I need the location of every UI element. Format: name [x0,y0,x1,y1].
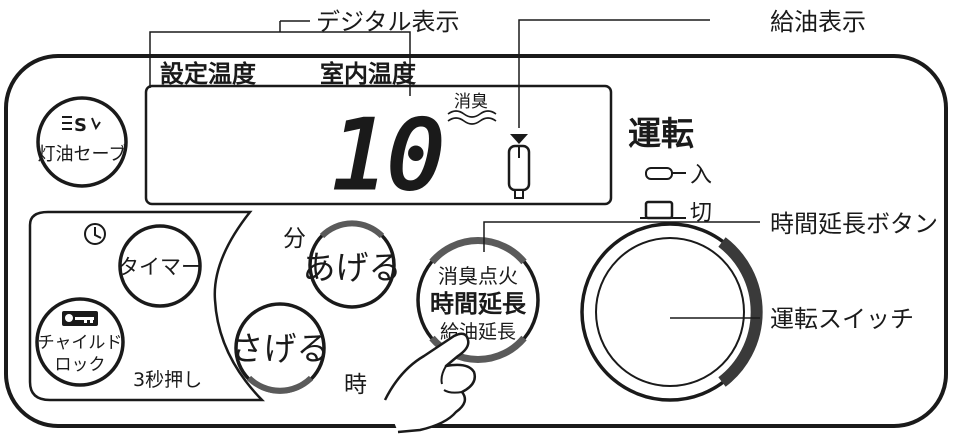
set-temp-label: 設定温度 [160,60,257,88]
run-off-indicator-icon [640,200,686,220]
digital-display-window [144,84,613,206]
callout-refuel [518,19,710,128]
deodorize-label: 消臭 [454,92,488,112]
deodorize-wave-icon [447,110,497,125]
minute-label: 分 [283,226,306,252]
hour-label: 時 [344,372,367,398]
child-lock-label-2: ロック [55,355,106,375]
time-extend-label-2: 時間延長 [430,290,527,318]
kerosene-save-button[interactable]: S 灯油セーブ [36,96,128,188]
key-icon [62,311,98,326]
lower-button[interactable]: さげる [231,302,330,394]
raise-button[interactable]: あげる [303,220,402,309]
display-digits: 10 [330,101,444,211]
run-on-indicator-icon [645,167,686,180]
kerosene-save-label: 灯油セーブ [38,143,127,165]
lower-label: さげる [231,329,330,368]
refuel-callout-label: 給油表示 [770,8,866,36]
hold-3s-label: 3秒押し [133,369,202,391]
clock-icon [84,223,106,245]
raise-label: あげる [303,248,402,287]
time-extend-callout-label: 時間延長ボタン [770,210,938,238]
run-switch[interactable] [580,222,763,402]
pointing-hand-icon [383,332,476,434]
digital-display-callout-label: デジタル表示 [316,8,460,36]
child-lock-button[interactable]: チャイルド ロック [35,297,125,387]
child-lock-label-1: チャイルド [38,333,123,353]
refuel-indicator-icon [507,134,531,199]
room-temp-label: 室内温度 [320,60,417,88]
eco-save-icon: S [74,115,87,136]
time-extend-label-1: 消臭点火 [438,264,518,288]
run-off-label: 切 [690,201,712,226]
run-title: 運転 [628,114,694,153]
run-switch-callout-label: 運転スイッチ [770,305,914,333]
run-on-label: 入 [690,163,712,188]
timer-button[interactable]: タイマー [118,224,202,308]
time-extend-button[interactable]: 消臭点火 時間延長 給油延長 [416,237,540,363]
timer-label: タイマー [118,255,202,279]
callout-time-extend [483,221,760,252]
callout-digital-display [149,20,411,96]
